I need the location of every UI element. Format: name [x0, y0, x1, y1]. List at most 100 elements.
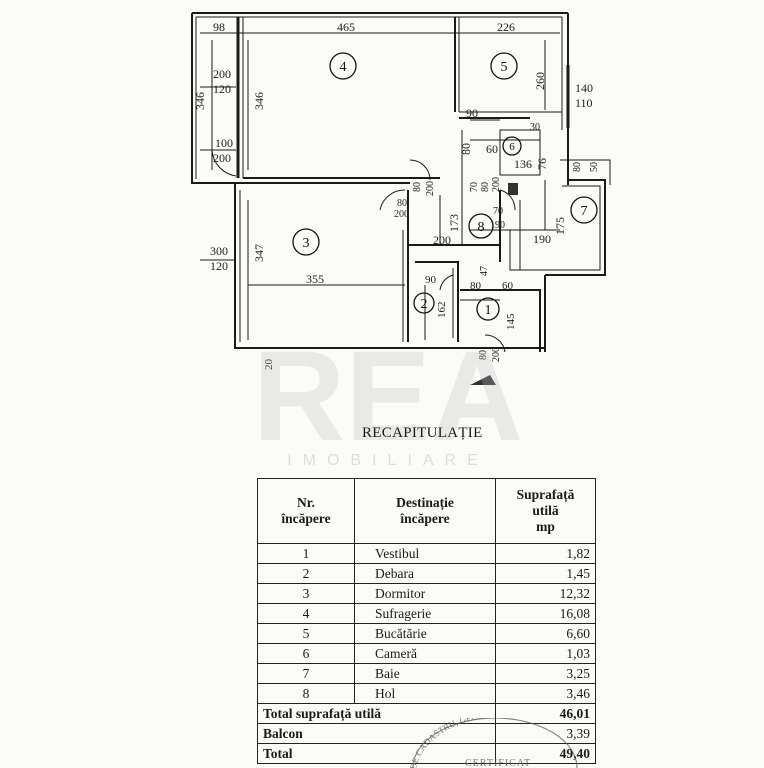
dimension-label: 120 [213, 82, 231, 96]
room-area-cell: 12,32 [495, 583, 596, 604]
room-number: 1 [485, 303, 492, 318]
dimension-label: 200 [213, 151, 231, 165]
column-header-room-purpose: Destinație încăpere [354, 478, 496, 544]
north-arrow-icon [470, 375, 496, 385]
room-nr-cell: 8 [257, 683, 355, 704]
room-area-cell: 3,46 [495, 683, 596, 704]
dimension-label: 346 [252, 92, 266, 110]
room-nr-cell: 6 [257, 643, 355, 664]
room-marker-6 [502, 136, 522, 156]
dimension-label: 100 [215, 136, 233, 150]
room-marker-2 [413, 292, 435, 314]
dimension-label: 20 [263, 359, 275, 371]
column-header-area: Suprafață utilă mp [495, 478, 596, 544]
dimension-label: 190 [533, 232, 551, 246]
dimension-label: 136 [514, 157, 532, 171]
dimension-label: 145 [505, 313, 517, 330]
dimension-label: 190 [490, 220, 505, 231]
stamp-text-inner: CERTIFICAT [465, 758, 531, 768]
room-number: 3 [303, 236, 310, 251]
room-dest-cell: Cameră [354, 643, 496, 664]
stove-icon [508, 183, 518, 195]
dimension-label: 260 [533, 72, 547, 90]
room-area-cell: 1,03 [495, 643, 596, 664]
room-marker-4 [329, 52, 357, 80]
room-dest-cell: Dormitor [354, 583, 496, 604]
dimension-label: 70 [469, 182, 480, 192]
room-nr-cell: 2 [257, 563, 355, 584]
dimension-label: 80 [412, 182, 423, 192]
dimension-label: 140 [575, 81, 593, 95]
room-nr-cell: 7 [257, 663, 355, 684]
dimension-label: 200 [394, 209, 409, 220]
room-area-cell: 1,82 [495, 543, 596, 564]
room-area-cell: 3,25 [495, 663, 596, 684]
room-area-cell: 6,60 [495, 623, 596, 644]
dimension-label: 465 [337, 20, 355, 34]
dimension-label: 200 [433, 233, 451, 247]
dimension-label: 90 [425, 274, 437, 286]
room-number: 4 [340, 60, 347, 75]
dimension-label: 200 [425, 181, 436, 196]
dimension-label: 60 [502, 280, 514, 292]
column-header-room-number: Nr. încăpere [257, 478, 355, 544]
dimension-label: 175 [553, 217, 567, 235]
room-area-cell: 16,08 [495, 603, 596, 624]
dimension-label: 347 [252, 244, 266, 262]
room-marker-8 [468, 213, 494, 239]
dimension-label: 173 [447, 214, 461, 232]
dimension-label: 80 [459, 143, 473, 155]
watermark-subtext: IMOBILIARE [287, 452, 489, 469]
room-number: 2 [421, 297, 428, 312]
room-number: 5 [501, 60, 508, 75]
total-label: Total [257, 743, 496, 764]
dimension-label: 200 [213, 67, 231, 81]
room-nr-cell: 5 [257, 623, 355, 644]
room-dest-cell: Sufragerie [354, 603, 496, 624]
watermark-text: REA [253, 325, 523, 468]
dimension-label: 90 [466, 106, 478, 120]
room-marker-1 [476, 297, 500, 321]
room-number: 6 [509, 141, 515, 153]
dimension-label: 98 [213, 20, 225, 34]
watermark-logo: REA IMOBILIARE [253, 325, 523, 469]
recap-title: RECAPITULAȚIE [362, 425, 483, 441]
floor-plan: 4 5 3 6 7 8 2 1 98 465 226 200 120 346 3… [191, 12, 611, 385]
dimension-label: 110 [575, 96, 593, 110]
room-nr-cell: 1 [257, 543, 355, 564]
dimension-label: 70 [493, 206, 503, 217]
room-dest-cell: Bucătărie [354, 623, 496, 644]
certification-stamp: DE CADASTRU, GEODEZIE CERTIFICAT [408, 718, 578, 768]
dimension-label: 30 [530, 122, 540, 133]
room-nr-cell: 4 [257, 603, 355, 624]
room-dest-cell: Hol [354, 683, 496, 704]
dimension-label: 162 [436, 302, 448, 319]
room-dest-cell: Vestibul [354, 543, 496, 564]
room-area-cell: 1,45 [495, 563, 596, 584]
dimension-label: 80 [478, 350, 489, 360]
outer-wall-left-upper [191, 13, 248, 184]
room-nr-cell: 3 [257, 583, 355, 604]
table-header-row: Nr. încăpere Destinație încăpere Suprafa… [257, 478, 596, 544]
dimension-label: 300 [210, 244, 228, 258]
room-number: 7 [581, 204, 588, 219]
dimension-label: 80 [470, 280, 482, 292]
room-number: 8 [478, 220, 485, 235]
dimension-label: 80 [397, 198, 407, 209]
dimension-label: 80 [480, 182, 491, 192]
dimension-label: 120 [210, 259, 228, 273]
area-summary-table: Nr. încăpere Destinație încăpere Suprafa… [257, 478, 596, 764]
dimension-label: 47 [479, 266, 490, 276]
dimension-label: 355 [306, 272, 324, 286]
room-marker-3 [292, 228, 320, 256]
